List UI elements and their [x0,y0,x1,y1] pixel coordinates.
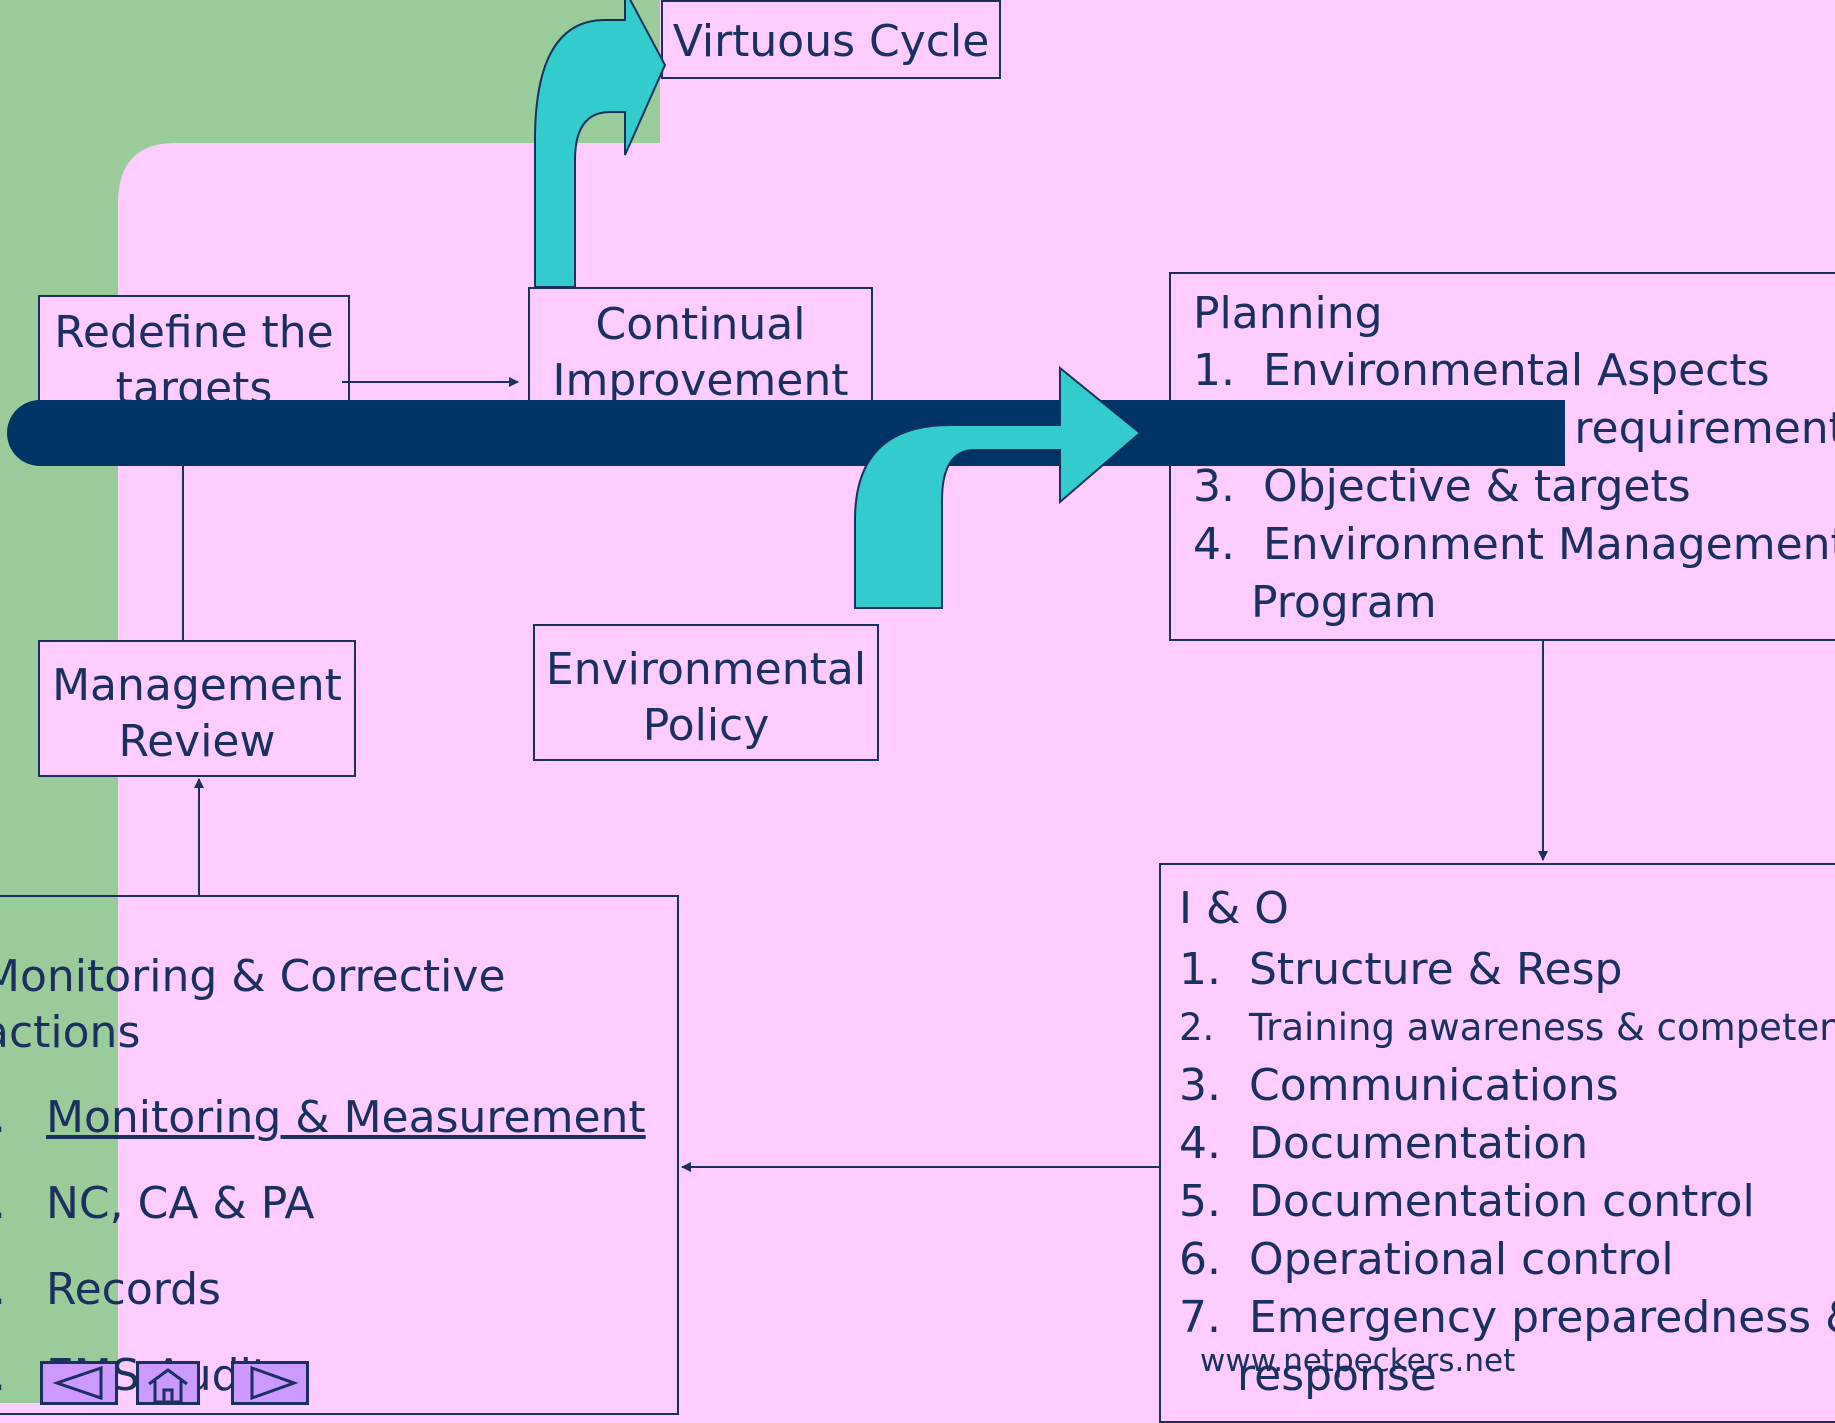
implementation-item: 2.Training awareness & competence [1179,1006,1835,1049]
environmental-policy-line1: Environmental [545,644,867,695]
monitoring-item: 2.NC, CA & PA [0,1178,315,1229]
monitoring-item: 1.Monitoring & Measurement [0,1089,677,1147]
prev-button[interactable] [40,1361,118,1405]
implementation-list: 1.Structure & Resp 2.Training awareness … [1179,941,1835,1405]
next-button[interactable] [231,1361,309,1405]
continual-improvement-line2: Improvement [552,355,849,406]
continual-improvement-box: Continual Improvement [528,287,873,407]
planning-item: 2.Legal & other requirements [1193,403,1835,454]
implementation-item: 4.Documentation [1179,1118,1589,1169]
implementation-item: 6.Operational control [1179,1234,1674,1285]
triangle-right-icon [250,1365,299,1401]
triangle-left-icon [52,1365,103,1401]
home-icon [148,1368,188,1404]
planning-title: Planning [1193,288,1383,339]
monitoring-measurement-link[interactable]: Monitoring & Measurement [46,1092,646,1143]
redefine-targets-box: Redefine the targets [38,295,350,405]
management-review-line1: Management [52,660,342,711]
environmental-policy-box: Environmental Policy [533,624,879,761]
implementation-item: 5.Documentation control [1179,1176,1755,1227]
planning-item: 1.Environmental Aspects [1193,345,1770,396]
redefine-targets-line2: targets [115,363,273,405]
planning-item: 3.Objective & targets [1193,461,1691,512]
monitoring-title: Monitoring & Corrective actions [0,951,506,1058]
monitoring-list: 1.Monitoring & Measurement 2.NC, CA & PA… [0,1089,677,1405]
management-review-line2: Review [118,716,276,767]
implementation-operation-box: I & O 1.Structure & Resp 2.Training awar… [1159,863,1835,1423]
monitoring-item: 3.Records [0,1264,221,1315]
management-review-box: Management Review [38,640,356,777]
implementation-item: 3.Communications [1179,1060,1619,1111]
monitoring-box: Monitoring & Corrective actions 1.Monito… [0,895,679,1415]
footer-url: www.netpeckers.net [1200,1343,1516,1379]
continual-improvement-line1: Continual [595,299,806,350]
planning-item: 4.Environment Management Program [1193,519,1835,628]
planning-box: Planning 1.Environmental Aspects 2.Legal… [1169,272,1835,641]
home-button[interactable] [136,1361,200,1405]
virtuous-cycle-box: Virtuous Cycle [661,0,1001,79]
implementation-title: I & O [1179,883,1289,934]
virtuous-cycle-label: Virtuous Cycle [672,16,990,67]
environmental-policy-line2: Policy [642,700,770,751]
implementation-item: 1.Structure & Resp [1179,944,1623,995]
redefine-targets-line1: Redefine the [54,307,334,358]
implementation-item: 7.Emergency preparedness & response [1179,1292,1835,1401]
planning-list: 1.Environmental Aspects 2.Legal & other … [1193,342,1835,632]
